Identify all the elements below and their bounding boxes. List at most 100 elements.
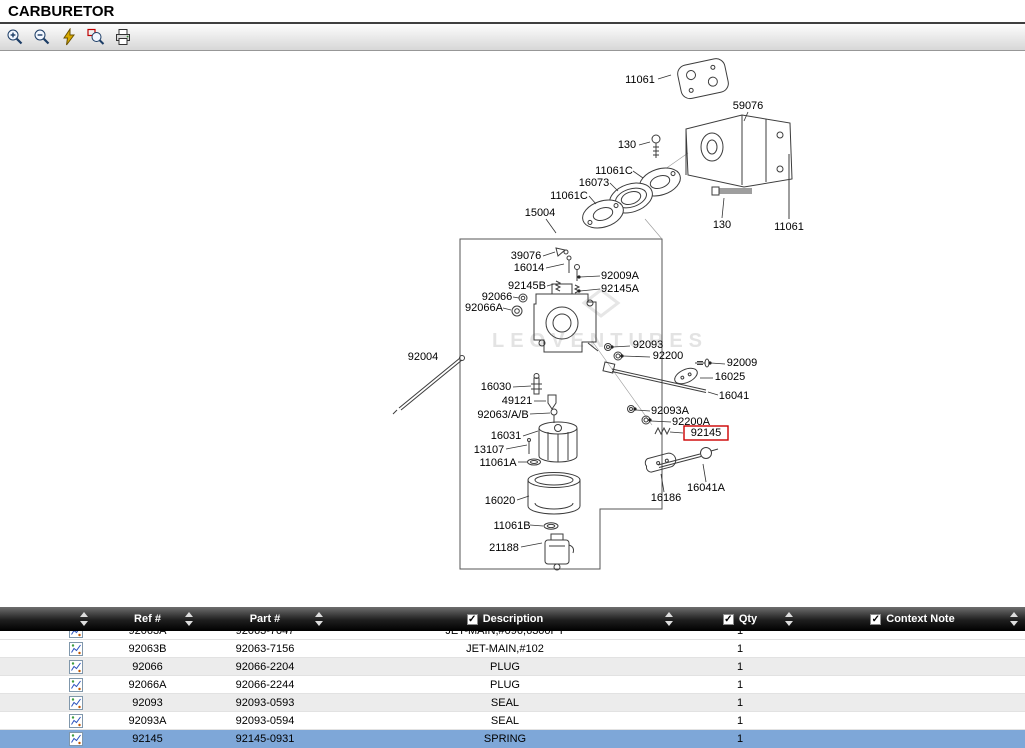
part-label[interactable]: 92200A [672, 416, 711, 428]
part-label[interactable]: 92066A [465, 302, 504, 314]
part-label[interactable]: 39076 [511, 250, 542, 262]
part-diagram-icon[interactable] [69, 659, 83, 674]
part-diagram-icon[interactable] [69, 631, 83, 638]
desc-cell: SPRING [483, 732, 527, 745]
part-needle-valve-39076 [555, 247, 569, 257]
sort-icon[interactable] [665, 612, 673, 626]
part-label[interactable]: 92200 [653, 350, 684, 362]
part-label[interactable]: 92145B [508, 280, 546, 292]
column-label: Ref # [134, 613, 161, 625]
table-row[interactable]: 92063A 92063-7047 JET-MAIN,#096,6300PT 1 [0, 631, 1025, 640]
zoom-in-icon[interactable] [5, 27, 25, 47]
part-diagram-icon[interactable] [69, 731, 83, 746]
zoom-area-icon[interactable] [86, 27, 106, 47]
part-gasket-11061c-lower [582, 199, 624, 229]
column-header-context-note[interactable]: ✓ Context Note [800, 607, 1025, 631]
part-pin-16014 [566, 255, 572, 273]
column-header-part[interactable]: Part # [200, 607, 330, 631]
part-diagram-icon[interactable] [69, 641, 83, 656]
part-label[interactable]: 11061C [550, 190, 588, 202]
highlighted-part-callout [683, 425, 729, 441]
part-label[interactable]: 15004 [525, 207, 556, 219]
column-header-description[interactable]: ✓ Description [330, 607, 680, 631]
part-labels: 11061 59076 130 11061C 16073 11061C 1500… [408, 74, 804, 554]
column-header-icon[interactable] [0, 607, 95, 631]
part-screw-92009a [574, 264, 580, 281]
lightning-icon[interactable] [59, 27, 79, 47]
column-checkbox[interactable]: ✓ [722, 613, 734, 625]
part-label[interactable]: 11061A [479, 457, 517, 469]
column-label: Qty [738, 613, 758, 625]
part-diagram-icon[interactable] [69, 713, 83, 728]
sort-icon[interactable] [185, 612, 193, 626]
part-gasket-11061-top [677, 58, 729, 100]
column-checkbox[interactable]: ✓ [870, 613, 882, 625]
print-icon[interactable] [113, 27, 133, 47]
table-row[interactable]: 92066 92066-2204 PLUG 1 [0, 658, 1025, 676]
desc-cell: PLUG [490, 660, 520, 673]
part-label[interactable]: 16186 [651, 492, 682, 504]
qty-cell: 1 [736, 642, 744, 655]
part-label[interactable]: 130 [713, 219, 731, 231]
table-row[interactable]: 92093A 92093-0594 SEAL 1 [0, 712, 1025, 730]
part-pin-13107 [527, 438, 531, 454]
part-label[interactable]: 92066 [482, 291, 513, 303]
part-label[interactable]: 16031 [491, 430, 522, 442]
sort-icon[interactable] [315, 612, 323, 626]
part-label[interactable]: 49121 [502, 395, 533, 407]
column-header-ref[interactable]: Ref # [95, 607, 200, 631]
zoom-out-icon[interactable] [32, 27, 52, 47]
ref-cell: 92063B [128, 642, 167, 655]
part-label[interactable]: 16073 [579, 177, 610, 189]
toolbar [0, 24, 1025, 51]
column-header-qty[interactable]: ✓ Qty [680, 607, 800, 631]
column-checkbox[interactable]: ✓ [466, 613, 478, 625]
part-label[interactable]: 92009A [601, 270, 640, 282]
part-label[interactable]: 16020 [485, 495, 516, 507]
part-diagram-icon[interactable] [69, 677, 83, 692]
part-label[interactable]: 16025 [715, 371, 746, 383]
part-gasket-11061a [527, 458, 541, 466]
part-label[interactable]: 13107 [474, 444, 505, 456]
table-body: 92063A 92063-7047 JET-MAIN,#096,6300PT 1… [0, 631, 1025, 748]
part-label[interactable]: 92093A [651, 405, 690, 417]
part-label[interactable]: 16030 [481, 381, 512, 393]
part-label[interactable]: 16014 [514, 262, 545, 274]
part-label[interactable]: 92004 [408, 351, 439, 363]
desc-cell: SEAL [490, 714, 520, 727]
part-label[interactable]: 92063/A/B [477, 409, 528, 421]
part-label[interactable]: 92145A [601, 283, 640, 295]
qty-cell: 1 [736, 732, 744, 745]
table-row[interactable]: 92063B 92063-7156 JET-MAIN,#102 1 [0, 640, 1025, 658]
ref-cell: 92093A [128, 714, 167, 727]
part-label[interactable]: 130 [618, 139, 636, 151]
sort-icon[interactable] [80, 612, 88, 626]
part-label[interactable]: 11061 [625, 74, 655, 86]
part-diagram-icon[interactable] [69, 695, 83, 710]
part-label[interactable]: 16041 [719, 390, 750, 402]
part-screw-130-top [651, 134, 661, 158]
part-label[interactable]: 92009 [727, 357, 758, 369]
part-label[interactable]: 59076 [733, 100, 764, 112]
desc-cell: JET-MAIN,#102 [466, 642, 544, 655]
part-label[interactable]: 92093 [633, 339, 664, 351]
part-label[interactable]: 16041A [687, 482, 726, 494]
table-row[interactable]: 92066A 92066-2244 PLUG 1 [0, 676, 1025, 694]
page-title: CARBURETOR [8, 2, 115, 20]
table-row[interactable]: 92093 92093-0593 SEAL 1 [0, 694, 1025, 712]
part-cell: 92063-7156 [235, 642, 295, 655]
part-label-highlighted[interactable]: 92145 [691, 427, 722, 439]
part-label[interactable]: 11061 [774, 221, 804, 233]
part-label[interactable]: 11061B [493, 520, 530, 532]
desc-cell: SEAL [490, 696, 520, 709]
leader-lines [502, 74, 749, 548]
part-cell: 92093-0593 [235, 696, 295, 709]
part-label[interactable]: 11061C [595, 165, 633, 177]
part-label[interactable]: 21188 [489, 542, 519, 554]
table-row-selected[interactable]: 92145 92145-0931 SPRING 1 [0, 730, 1025, 748]
part-throttle-shaft-16041 [602, 361, 707, 393]
sort-icon[interactable] [785, 612, 793, 626]
part-rod-92004 [392, 355, 465, 415]
sort-icon[interactable] [1010, 612, 1018, 626]
part-jet-92063 [550, 408, 558, 423]
